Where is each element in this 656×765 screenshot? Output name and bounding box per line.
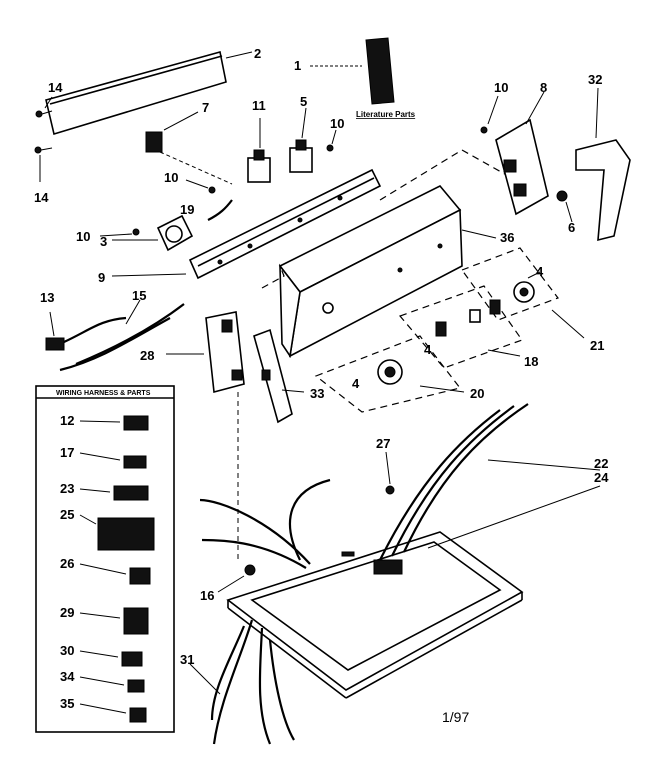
callout-2: 2 (254, 46, 261, 61)
callout-3: 3 (100, 234, 107, 249)
screw-27 (385, 451, 395, 495)
knob-group-18 (398, 285, 523, 369)
wiring-item-26: 26 (60, 556, 74, 571)
knob-group-21 (461, 247, 585, 339)
callout-8: 8 (540, 80, 547, 95)
callout-16: 16 (200, 588, 214, 603)
callout-24: 24 (594, 470, 609, 485)
wire-19 (207, 199, 233, 221)
harness-part-15 (59, 299, 185, 372)
callout-5: 5 (300, 94, 307, 109)
callout-4-left: 4 (352, 376, 360, 391)
wiring-parts-box (35, 385, 175, 733)
screw-10-left (99, 228, 140, 237)
callout-13: 13 (40, 290, 54, 305)
harness-part-22 (199, 403, 601, 569)
callout-9: 9 (98, 270, 105, 285)
callout-10-center: 10 (164, 170, 178, 185)
wiring-item-12: 12 (60, 413, 74, 428)
callout-10-left: 10 (76, 229, 90, 244)
wiring-item-23: 23 (60, 481, 74, 496)
callout-33: 33 (310, 386, 324, 401)
screw-10-top-middle (326, 129, 337, 152)
wiring-item-17: 17 (60, 445, 74, 460)
wiring-item-30: 30 (60, 643, 74, 658)
screw-14-top (35, 96, 53, 118)
screw-14-bottom (34, 146, 53, 182)
callout-27: 27 (376, 436, 390, 451)
callout-4-middle: 4 (424, 342, 432, 357)
bracket-part-33 (253, 328, 305, 424)
wiring-item-29: 29 (60, 605, 74, 620)
switch-part-11 (247, 118, 271, 183)
bracket-part-9 (111, 168, 382, 280)
callout-11: 11 (252, 98, 266, 113)
callout-14-top: 14 (48, 80, 63, 95)
bracket-part-28 (166, 311, 245, 560)
screw-10-mid (185, 179, 216, 194)
screw-10-right (480, 95, 499, 134)
harness-part-31 (189, 619, 295, 745)
endcap-part-32 (575, 87, 631, 242)
knob-group-20 (314, 335, 465, 413)
rear-panel-part (45, 51, 253, 136)
callout-32: 32 (588, 72, 602, 87)
callout-28: 28 (140, 348, 154, 363)
literature-part (310, 37, 395, 105)
callout-15: 15 (132, 288, 146, 303)
wiring-item-35: 35 (60, 696, 74, 711)
wiring-box-title: WIRING HARNESS & PARTS (56, 390, 151, 397)
literature-label: Literature Parts (356, 110, 416, 119)
screw-16 (217, 564, 256, 593)
callout-10-right: 10 (494, 80, 508, 95)
callout-36: 36 (500, 230, 514, 245)
harness-part-13 (45, 311, 127, 351)
callout-4-right: 4 (536, 264, 544, 279)
screw-6 (556, 190, 573, 223)
wiring-item-34: 34 (60, 669, 75, 684)
switch-part-5 (289, 107, 313, 173)
callout-1: 1 (294, 58, 301, 73)
callout-20: 20 (470, 386, 484, 401)
bracket-part-8 (495, 91, 549, 216)
timer-part-3 (112, 214, 194, 252)
callout-6: 6 (568, 220, 575, 235)
callout-19: 19 (180, 202, 194, 217)
date-code: 1/97 (442, 709, 469, 725)
callout-22: 22 (594, 456, 608, 471)
callout-21: 21 (590, 338, 604, 353)
callout-18: 18 (524, 354, 538, 369)
wiring-item-25: 25 (60, 507, 74, 522)
callout-10-upper-middle: 10 (330, 116, 344, 131)
callout-14-bottom: 14 (34, 190, 49, 205)
console-part-36 (261, 149, 527, 359)
callout-7: 7 (202, 100, 209, 115)
top-panel-part-24 (226, 485, 601, 699)
callout-31: 31 (180, 652, 194, 667)
wiring-box-labels: WIRING HARNESS & PARTS 12 17 23 25 26 29… (56, 390, 151, 714)
clip-part-7 (145, 111, 233, 185)
callout-labels: 2 1 14 14 7 11 5 10 10 8 32 10 19 10 3 3… (34, 46, 609, 667)
